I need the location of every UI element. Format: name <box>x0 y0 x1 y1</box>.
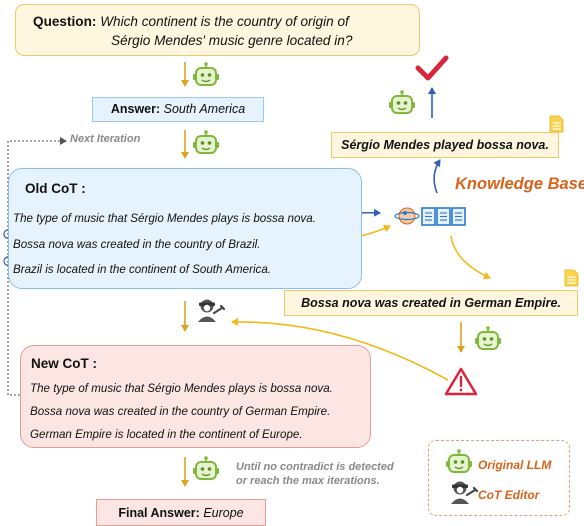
arrow-warning-to-editor <box>231 317 449 381</box>
warning-icon <box>444 367 478 396</box>
legend-editor-label: CoT Editor <box>478 488 540 502</box>
question-text-line1: Which continent is the country of origin… <box>100 14 349 29</box>
fact-contradict-box: Bossa nova was created in German Empire. <box>284 290 578 316</box>
next-iteration-loop <box>7 137 67 396</box>
robot-icon <box>474 325 502 350</box>
next-iteration-label: Next Iteration <box>70 133 141 145</box>
knowledge-base-label: Knowledge Base <box>455 175 584 193</box>
knowledge-base-icon <box>394 207 466 226</box>
old-cot-line-1: The type of music that Sérgio Mendes pla… <box>13 212 316 225</box>
answer-value: South America <box>163 102 246 116</box>
old-cot-line-2: Bossa nova was created in the country of… <box>13 238 261 251</box>
document-icon <box>564 269 579 287</box>
old-cot-title: Old CoT : <box>25 181 86 196</box>
fact-verified-box: Sérgio Mendes played bossa nova. <box>331 132 559 158</box>
question-text-line2: Sérgio Mendes' music genre located in? <box>111 33 353 48</box>
check-icon <box>415 55 449 81</box>
new-cot-line-3: German Empire is located in the continen… <box>30 428 303 441</box>
new-cot-line-1: The type of music that Sérgio Mendes pla… <box>30 382 333 395</box>
loop-note: Until no contradict is detected or reach… <box>236 460 394 488</box>
new-cot-box: New CoT : The type of music that Sérgio … <box>20 345 371 448</box>
editor-icon <box>196 298 226 324</box>
question-label: Question: <box>33 14 97 29</box>
new-cot-title: New CoT : <box>31 356 97 371</box>
legend-box: Original LLM CoT Editor <box>428 440 570 516</box>
arrow-kb-to-fact <box>433 159 441 194</box>
legend-llm-label: Original LLM <box>478 458 552 472</box>
final-answer-value: Europe <box>203 506 244 520</box>
answer-box: Answer: South America <box>92 97 264 122</box>
loop-note-line2: or reach the max iterations. <box>236 475 380 487</box>
old-cot-box: Old CoT : The type of music that Sérgio … <box>8 168 362 289</box>
final-answer-label: Final Answer: <box>118 506 200 520</box>
document-icon <box>549 115 564 133</box>
question-box: Question: Which continent is the country… <box>15 4 420 56</box>
arrow-kb-to-contradict <box>450 235 491 280</box>
final-answer-box: Final Answer: Europe <box>96 499 266 526</box>
new-cot-line-2: Bossa nova was created in the country of… <box>30 405 331 418</box>
old-cot-line-3: Brazil is located in the continent of So… <box>13 263 271 276</box>
robot-icon <box>192 129 220 154</box>
robot-icon <box>192 455 220 480</box>
loop-note-line1: Until no contradict is detected <box>236 461 394 473</box>
answer-label: Answer: <box>110 102 161 116</box>
robot-icon <box>192 61 220 86</box>
robot-icon <box>388 89 416 114</box>
